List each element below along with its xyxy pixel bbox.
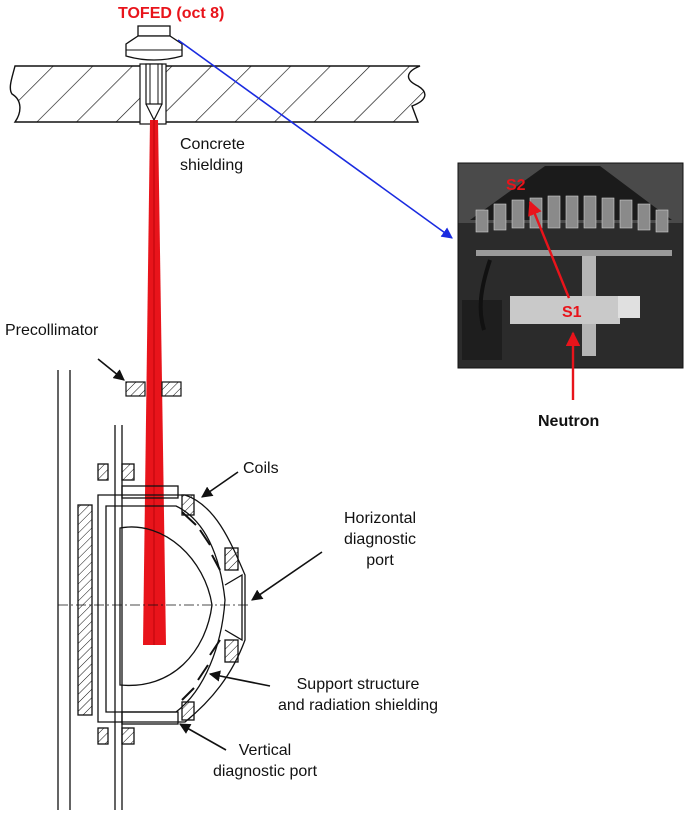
label-arrows bbox=[97, 358, 323, 751]
tofed-detector bbox=[125, 25, 183, 122]
precollimator-label: Precollimator bbox=[5, 322, 99, 339]
coils-label: Coils bbox=[243, 460, 279, 477]
support-structure-label: Support structure and radiation shieldin… bbox=[277, 676, 439, 714]
vertical-port-label: Vertical diagnostic port bbox=[212, 742, 318, 780]
neutron-label: Neutron bbox=[538, 413, 600, 430]
concrete-shielding-slab bbox=[9, 63, 426, 125]
neutron-beam bbox=[143, 120, 166, 645]
photo-pointer-line bbox=[177, 39, 453, 239]
tokamak-cross-section bbox=[57, 370, 250, 810]
s1-label: S1 bbox=[562, 304, 582, 321]
horizontal-port-label: Horizontal diagnostic port bbox=[343, 510, 417, 569]
s2-label: S2 bbox=[506, 177, 526, 194]
tofed-title: TOFED (oct 8) bbox=[118, 5, 225, 22]
photo-neutron-arrows bbox=[528, 200, 581, 400]
tofed-photo bbox=[458, 163, 683, 368]
concrete-shielding-label: Concrete shielding bbox=[180, 136, 245, 174]
precollimator-blocks bbox=[125, 381, 182, 397]
